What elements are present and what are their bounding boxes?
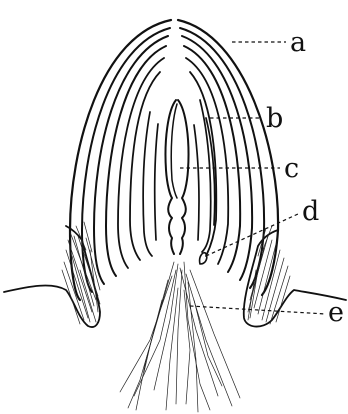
label-b: b [266,103,283,134]
label-e: e [328,297,344,328]
bud [200,253,207,264]
label-d: d [302,196,319,227]
central-cell [165,100,188,254]
outer-lamellae [70,20,278,300]
leader-lines [180,42,326,314]
label-a: a [290,27,306,58]
basal-fibres [120,262,240,412]
inner-lamellae [143,100,215,256]
label-c: c [284,153,299,184]
